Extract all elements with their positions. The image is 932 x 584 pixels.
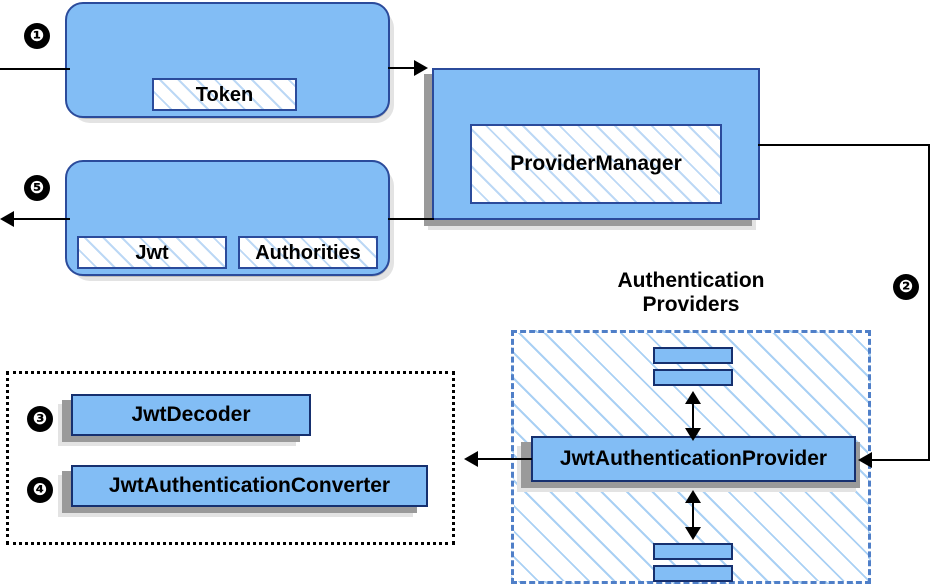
arrowhead-right-to-provider	[858, 452, 872, 468]
connector-provider-to-support	[478, 458, 532, 460]
connector-manager-right	[758, 144, 930, 146]
jwt-decoder-box[interactable]	[71, 394, 311, 436]
connector-provider-top-double	[692, 396, 694, 434]
bearer-token-field-token	[152, 78, 297, 111]
provider-stub-top-1	[653, 347, 733, 364]
jwt-provider-box[interactable]	[531, 436, 856, 482]
authentication-manager-field-provider	[470, 124, 722, 204]
step-badge-3: ❸	[27, 406, 53, 432]
jwt-converter-box[interactable]	[71, 465, 428, 507]
connector-bearer-to-manager	[388, 67, 422, 69]
jwt-token-field-authorities	[238, 236, 378, 269]
step-badge-5: ❺	[24, 175, 50, 201]
arrowhead-bearer-to-manager	[414, 60, 428, 76]
connector-jwt-token-output	[14, 218, 70, 220]
providers-region-title-line1: Authentication	[617, 269, 765, 292]
provider-stub-top-2	[653, 369, 733, 386]
arrowhead-provider-top-down	[685, 428, 701, 441]
arrowhead-provider-bottom-up	[685, 490, 701, 503]
connector-input-line	[0, 68, 70, 70]
step-badge-4: ❹	[27, 477, 53, 503]
connector-right-to-provider	[872, 459, 930, 461]
connector-manager-to-jwt-token	[388, 218, 434, 220]
arrowhead-provider-to-support	[464, 451, 478, 467]
provider-stub-bottom-1	[653, 543, 733, 560]
jwt-token-field-jwt	[77, 236, 227, 269]
arrowhead-provider-bottom-down	[685, 527, 701, 540]
support-region	[6, 371, 455, 545]
providers-region-title-line2: Providers	[642, 293, 740, 316]
arrowhead-provider-top-up	[685, 391, 701, 404]
arrowhead-jwt-token-output	[0, 211, 14, 227]
step-badge-2: ❷	[893, 274, 919, 300]
connector-right-down	[928, 144, 930, 460]
step-badge-1: ❶	[24, 23, 50, 49]
provider-stub-bottom-2	[653, 565, 733, 582]
connector-provider-bottom-double	[692, 495, 694, 533]
